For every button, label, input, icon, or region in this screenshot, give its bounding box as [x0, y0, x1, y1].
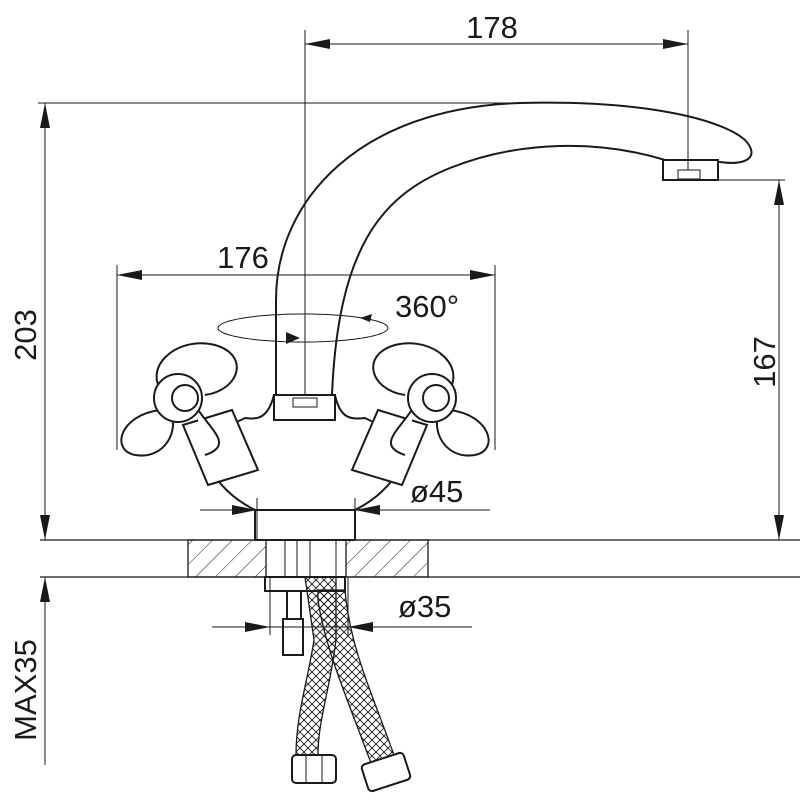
label-mount-hole: ø35	[398, 589, 451, 624]
dimension-handle-span: 176	[116, 240, 496, 450]
rotation-indicator	[217, 313, 389, 344]
dimension-mount-hole: ø35	[212, 577, 472, 635]
dimension-spout-reach: 178	[304, 10, 689, 395]
label-spout-reach: 178	[466, 10, 518, 45]
supply-hoses	[291, 576, 412, 793]
label-handle-span: 176	[217, 240, 269, 275]
label-max-thickness: MAX35	[8, 639, 43, 741]
label-rotation: 360°	[395, 289, 459, 324]
spout	[275, 101, 753, 396]
label-base-diameter: ø45	[410, 474, 463, 509]
dimension-base-diameter: ø45	[200, 474, 490, 540]
dimension-spout-height: 167	[718, 179, 785, 540]
right-handle	[350, 342, 490, 487]
left-handle	[120, 342, 260, 487]
countertop	[40, 539, 800, 578]
label-total-height: 203	[8, 309, 43, 361]
dimension-max-thickness: MAX35	[8, 577, 50, 765]
dimension-total-height: 203	[8, 102, 520, 540]
label-spout-height: 167	[747, 336, 782, 388]
